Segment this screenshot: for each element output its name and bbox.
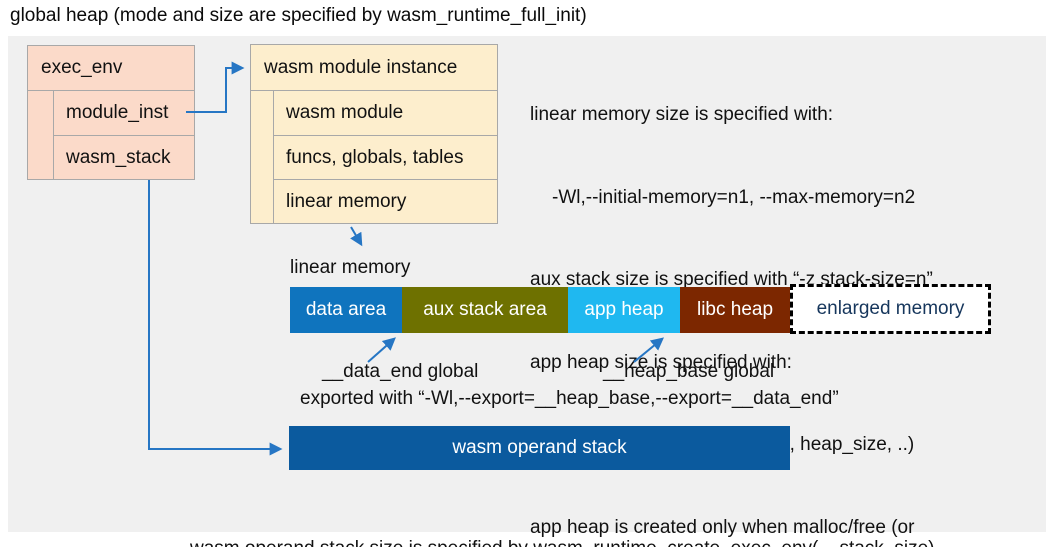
heap-base-global-label: __heap_base global (603, 361, 775, 382)
segment-enlarged-memory: enlarged memory (790, 284, 991, 334)
note-line: linear memory size is specified with: (530, 104, 834, 125)
module-instance-box: wasm module instance wasm module funcs, … (250, 44, 498, 224)
exported-with-label: exported with “-Wl,--export=__heap_base,… (300, 388, 839, 409)
data-end-global-label: __data_end global (322, 361, 479, 382)
segment-aux-stack-area: aux stack area (402, 287, 568, 333)
note-line: wasm operand stack size is specified by … (190, 535, 935, 547)
segment-app-heap: app heap (568, 287, 680, 333)
module-instance-row-linear-memory: linear memory (274, 179, 497, 224)
module-instance-indent-spacer (251, 91, 274, 224)
linear-memory-label: linear memory (290, 257, 411, 278)
exec-env-header: exec_env (28, 46, 194, 91)
module-instance-row-wasm-module: wasm module (286, 102, 404, 123)
segment-libc-heap: libc heap (680, 287, 790, 333)
note-line: -Wl,--initial-memory=n1, --max-memory=n2 (552, 186, 916, 208)
note-line: app heap size is specified with: (530, 351, 792, 373)
exec-env-row-wasm-stack: wasm_stack (54, 135, 194, 179)
exec-env-row-module-inst: module_inst (66, 102, 169, 123)
operand-stack-size-note: wasm operand stack size is specified by … (190, 481, 935, 547)
diagram-title: global heap (mode and size are specified… (10, 5, 587, 26)
module-instance-header: wasm module instance (251, 45, 497, 91)
exec-env-indent-spacer (28, 91, 54, 179)
module-instance-row-funcs-globals-tables: funcs, globals, tables (274, 135, 497, 179)
wasm-operand-stack-bar: wasm operand stack (289, 426, 790, 470)
exec-env-box: exec_env module_inst wasm_stack (27, 45, 195, 180)
segment-data-area: data area (290, 287, 402, 333)
note-line: app heap is created only when malloc/fre… (530, 516, 915, 538)
